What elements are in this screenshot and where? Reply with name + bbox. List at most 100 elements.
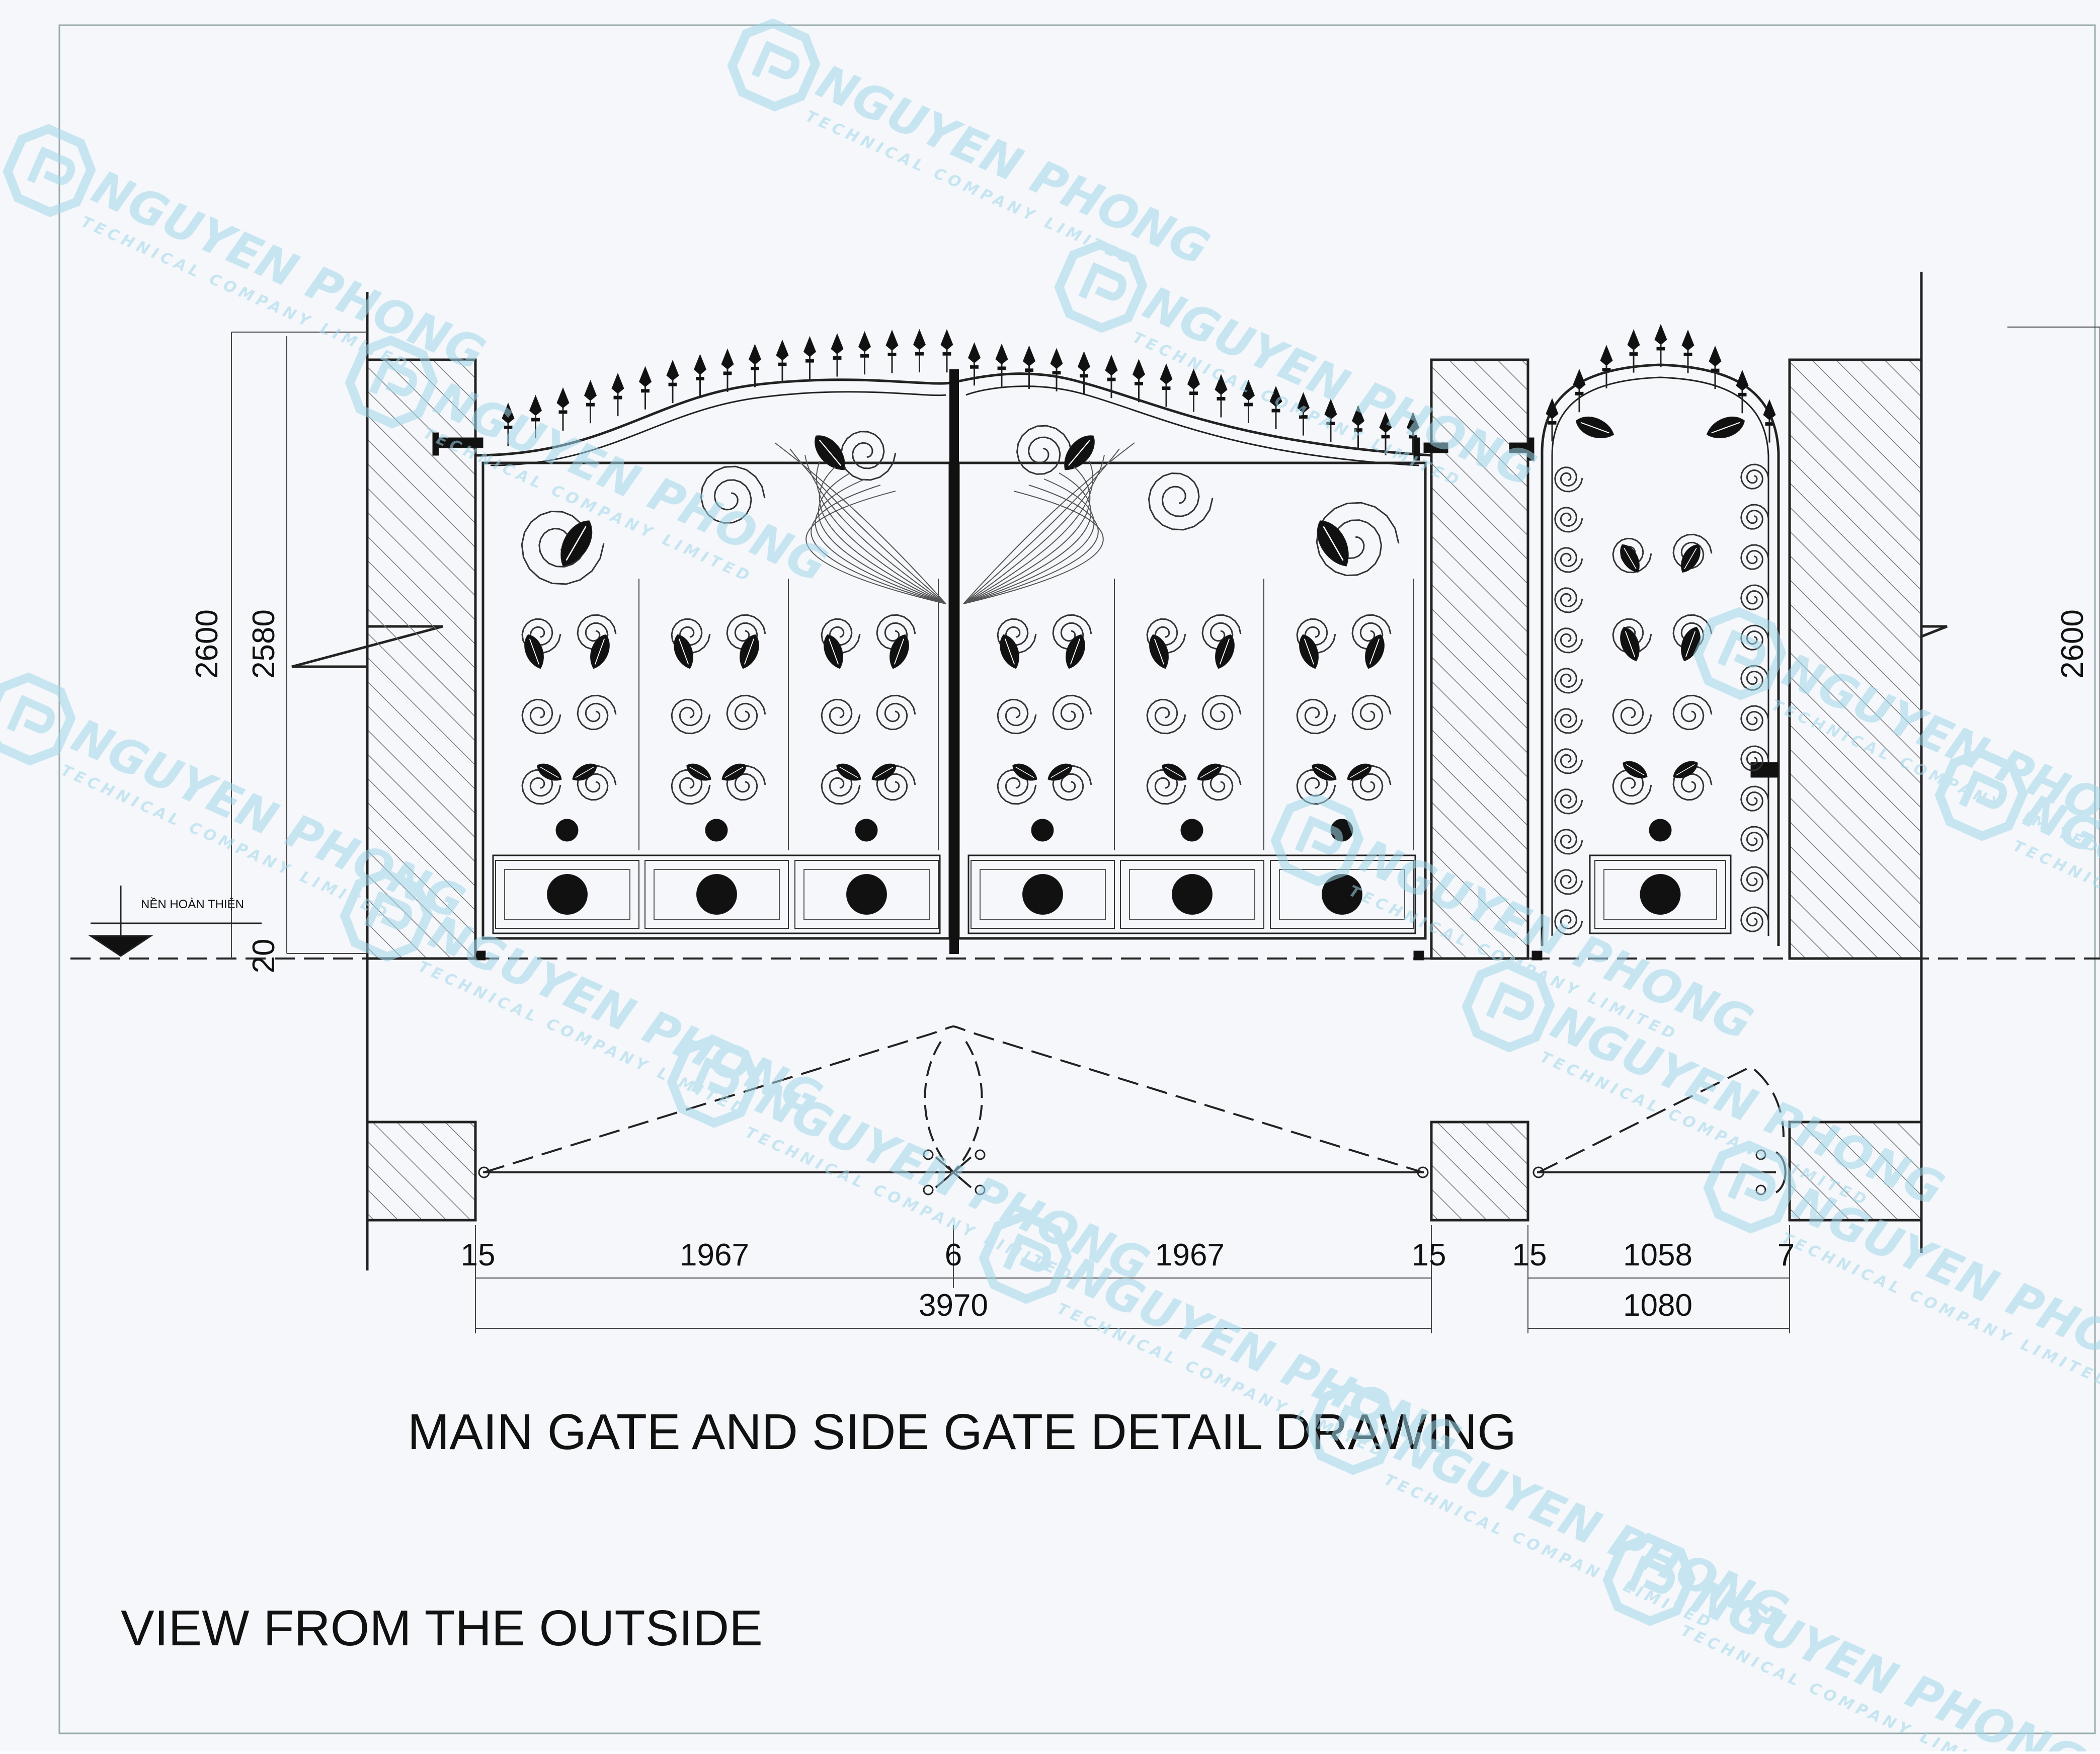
leaf-ornament [836, 763, 861, 781]
spike-finial [556, 387, 570, 431]
spike-finial [913, 329, 926, 373]
scroll-ornament [1296, 769, 1336, 805]
side-right-gap-label: 7 [1778, 1238, 1795, 1272]
leaf-ornament [1162, 763, 1187, 781]
scroll-ornament [1554, 909, 1583, 935]
scroll-ornament [1316, 502, 1400, 577]
spike-finial [1160, 363, 1173, 407]
scroll-ornament [1554, 788, 1583, 815]
scroll-ornament [521, 698, 561, 735]
spike-finial [1351, 405, 1365, 449]
leaf-ornament [1012, 763, 1037, 781]
scroll-ornament [1554, 708, 1583, 734]
scroll-ornament [1612, 769, 1652, 805]
company-logo-icon [979, 1211, 1072, 1304]
spike-finial [611, 372, 624, 417]
scroll-ornament [521, 510, 605, 585]
scroll-ornament [1148, 472, 1214, 531]
ground-gap-label: 20 [247, 939, 281, 974]
scroll-ornament [1554, 507, 1583, 533]
company-logo-icon [1306, 1382, 1399, 1475]
spike-finial [1681, 330, 1694, 373]
panel-boss [547, 874, 588, 915]
leaf-ornament [572, 763, 597, 781]
rosette [1180, 819, 1203, 842]
company-logo-icon [1054, 240, 1148, 333]
scroll-ornament [997, 698, 1037, 735]
leaf-ornament [1620, 626, 1640, 662]
spike-finial [638, 366, 652, 410]
leaf-ornament [740, 634, 759, 669]
drawing-title: MAIN GATE AND SIDE GATE DETAIL DRAWING [408, 1404, 1516, 1460]
leaf-ornament [1000, 634, 1019, 669]
company-logo-icon [1693, 607, 1787, 700]
main-right-gap-label: 15 [1412, 1238, 1446, 1272]
company-logo-icon [0, 672, 76, 766]
side-total-label: 1080 [1623, 1288, 1692, 1323]
spike-finial [940, 329, 953, 373]
spike-finial [1215, 374, 1228, 418]
scroll-ornament [1554, 466, 1583, 493]
spike-finial [1297, 392, 1310, 436]
spike-finial [1406, 412, 1420, 455]
scroll-ornament [1146, 698, 1186, 735]
panel-frame [1120, 860, 1264, 929]
rosette [1649, 819, 1672, 842]
leaf-ornament [1066, 634, 1085, 669]
leaf-ornament [1347, 763, 1372, 781]
spike-finial [776, 339, 789, 383]
leaf-ornament [537, 763, 562, 781]
sheet-border [58, 24, 2096, 1734]
right-height-label: 2600 [2055, 609, 2090, 679]
main-total-label: 3970 [919, 1288, 988, 1323]
watermark-brand: NGUYEN PHONG [2016, 784, 2100, 1005]
spike-finial [529, 394, 542, 439]
spike-finial [1546, 397, 1559, 442]
drawing-subtitle: VIEW FROM THE OUTSIDE [121, 1600, 763, 1656]
leaf-ornament [1149, 634, 1169, 669]
company-logo-icon [1602, 1533, 1696, 1626]
scroll-ornament [1554, 587, 1583, 613]
watermark-brand: NGUYEN PHONG [85, 160, 493, 381]
scroll-ornament [1740, 785, 1769, 812]
spike-finial [721, 348, 734, 392]
plan-dimension-lines [475, 1225, 1790, 1333]
panel-boss [1022, 874, 1063, 915]
spike-finial [885, 330, 899, 373]
scroll-ornament [577, 694, 617, 731]
leaf-ornament [1673, 761, 1698, 778]
company-logo-icon [1703, 1140, 1797, 1234]
leaf-ornament [871, 763, 897, 781]
scroll-ornament [1740, 866, 1769, 892]
main-left-leaf-label: 1967 [680, 1238, 749, 1272]
scroll-ornament [726, 694, 766, 731]
leaf-ornament [1317, 520, 1349, 567]
scroll-ornament [1351, 694, 1392, 731]
spike-finial [666, 359, 679, 404]
panel-frame [495, 860, 639, 929]
scroll-ornament [1201, 694, 1242, 731]
panel-frame [1594, 860, 1726, 929]
leaf-ornament [1681, 626, 1701, 662]
spike-finial [1132, 359, 1146, 403]
leaf-ornament [1197, 763, 1222, 781]
spike-finial [748, 344, 762, 387]
rosette [1031, 819, 1054, 842]
company-logo-icon [1934, 748, 2028, 841]
spike-finial [1736, 369, 1749, 414]
spike-finial [1600, 345, 1613, 388]
spike-finial [1324, 398, 1337, 442]
scroll-ornament [1554, 547, 1583, 573]
height-dimensions [231, 327, 2100, 959]
spike-finial [584, 379, 597, 424]
leaf-ornament [524, 634, 544, 669]
panel-frame [971, 860, 1115, 929]
company-logo-icon [727, 18, 821, 112]
scroll-ornament [1740, 826, 1769, 852]
panel-frame [644, 860, 789, 929]
company-logo-icon [345, 335, 438, 429]
company-logo-icon [3, 124, 96, 217]
panel-boss [1172, 874, 1213, 915]
scroll-ornament [1554, 748, 1583, 774]
